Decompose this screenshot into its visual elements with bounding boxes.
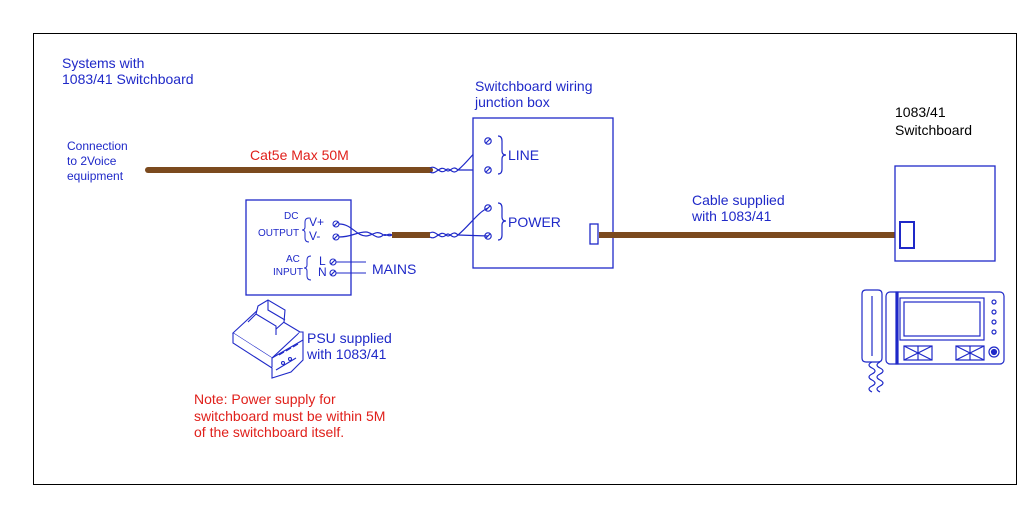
psu-box (245, 199, 352, 296)
mains-label: MAINS (372, 261, 417, 277)
power-brace (497, 202, 507, 241)
power-twist (429, 207, 489, 239)
psu-output-wires (338, 223, 393, 238)
switchboard-label: 1083/41 Switchboard (895, 104, 973, 138)
cable1-label: Cat5e Max 50M (250, 147, 349, 163)
ac-label: AC (286, 254, 300, 265)
power-label: POWER (508, 214, 561, 230)
connection-label: Connection to 2Voice equipment (67, 139, 128, 183)
junction-title: Switchboard wiring junction box (475, 78, 593, 110)
psu-unit-icon (232, 299, 304, 379)
line-label: LINE (508, 147, 540, 163)
vplus-label: V+ (309, 215, 325, 229)
cable2-label: Cable supplied with 1083/41 (692, 192, 785, 224)
junction-connector (589, 223, 599, 245)
mains-wires (336, 261, 366, 274)
vminus-label: V- (309, 229, 321, 243)
junction-box (472, 117, 614, 269)
dc-brace (301, 217, 310, 243)
line-brace (497, 135, 507, 175)
line-terminals (484, 137, 492, 174)
note: Note: Power supply for switchboard must … (194, 391, 386, 441)
dc-label: DC (284, 211, 299, 222)
title: Systems with 1083/41 Switchboard (62, 55, 194, 87)
output-label: OUTPUT (258, 228, 300, 239)
input-label: INPUT (273, 267, 303, 278)
switchboard-unit-icon (861, 289, 1005, 393)
ac-brace (303, 255, 312, 281)
switchboard-connector (899, 221, 915, 249)
psu-label: PSU supplied with 1083/41 (307, 330, 392, 362)
diagram-frame (33, 33, 1017, 485)
n-label: N (318, 265, 327, 279)
l-label: L (319, 254, 326, 268)
